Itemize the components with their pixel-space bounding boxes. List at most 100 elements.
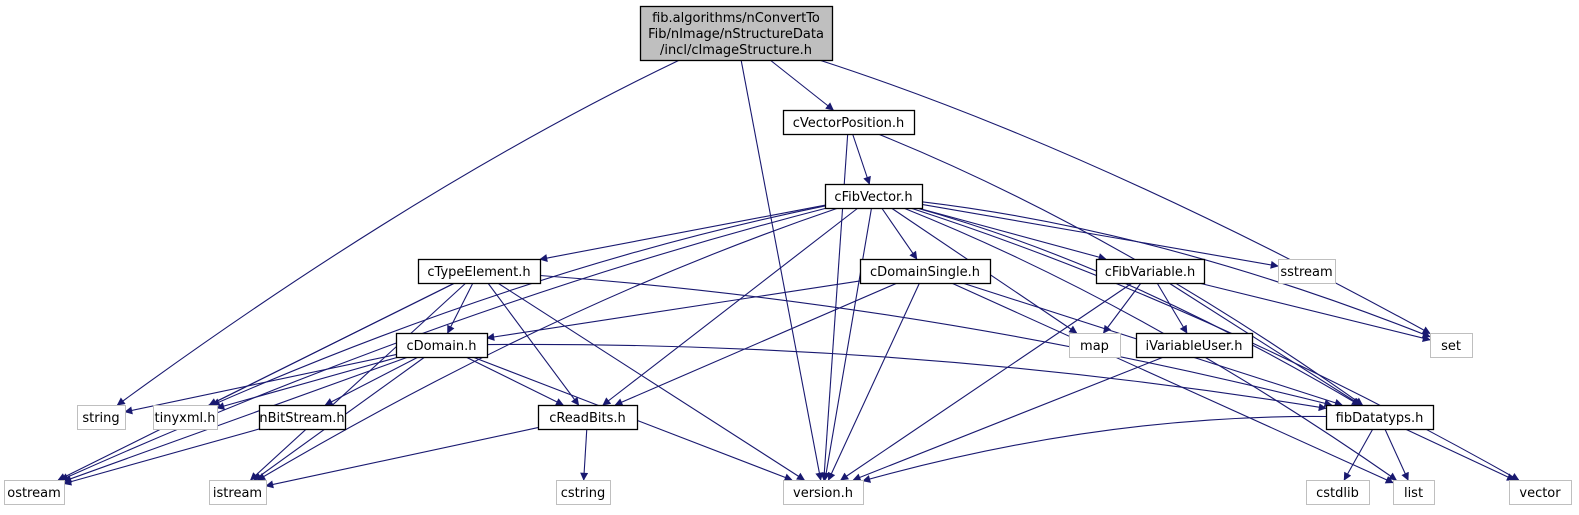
- node-box-sstream: [1278, 259, 1336, 284]
- edge-cFibVariable-to-version: [840, 282, 1133, 481]
- edge-cDomain-to-nBitStream: [324, 356, 419, 406]
- node-box-istream: [209, 480, 267, 505]
- node-list: list: [1393, 480, 1435, 505]
- node-label-cReadBits: cReadBits.h: [549, 411, 626, 426]
- node-box-map: [1069, 333, 1121, 358]
- node-box-vector: [1509, 480, 1572, 505]
- edge-cFibVector-to-cTypeElement: [539, 204, 826, 262]
- node-label-cstring: cstring: [561, 486, 605, 501]
- edge-cFibVector-to-cReadBits: [602, 207, 859, 406]
- node-label-vector: vector: [1519, 486, 1561, 501]
- edges-layer: [57, 59, 1520, 489]
- edge-cTypeElement-to-version: [497, 282, 805, 481]
- node-box-cDomain: [395, 332, 489, 359]
- node-box-set: [1430, 333, 1473, 358]
- edge-cDomain-to-cReadBits: [465, 356, 564, 406]
- node-istream: istream: [209, 480, 267, 505]
- node-map: map: [1069, 333, 1121, 358]
- edge-cDomain-to-ostream: [63, 356, 409, 483]
- node-box-cReadBits: [537, 404, 639, 431]
- node-label-cstdlib: cstdlib: [1316, 486, 1359, 501]
- node-label-iVariableUser: iVariableUser.h: [1145, 339, 1242, 354]
- node-cVectorPosition[interactable]: cVectorPosition.h: [782, 109, 916, 136]
- edge-cFibVector-to-set: [921, 201, 1431, 338]
- edge-cFibVector-to-ostream: [60, 207, 828, 481]
- edge-cFibVector-to-version: [822, 207, 873, 481]
- edge-cDomainSingle-to-cReadBits: [614, 282, 898, 406]
- edge-cTypeElement-to-cDomain: [447, 282, 474, 334]
- edge-fibDatatyps-to-cstdlib: [1343, 428, 1374, 481]
- node-cstdlib: cstdlib: [1306, 480, 1370, 505]
- node-box-fibDatatyps: [1325, 404, 1435, 431]
- node-label-cFibVariable: cFibVariable.h: [1105, 265, 1196, 280]
- node-box-cstring: [556, 480, 611, 505]
- node-fibDatatyps[interactable]: fibDatatyps.h: [1325, 404, 1435, 431]
- edge-root-to-version: [740, 59, 824, 481]
- node-cTypeElement[interactable]: cTypeElement.h: [417, 258, 542, 285]
- edge-cFibVariable-to-map: [1103, 282, 1142, 334]
- node-box-cFibVector: [824, 183, 924, 210]
- edge-cReadBits-to-istream: [265, 427, 539, 489]
- node-box-version: [783, 480, 864, 505]
- node-label-tinyxml: tinyxml.h: [155, 411, 216, 426]
- node-box-tinyxml: [153, 405, 218, 430]
- node-box-cFibVariable: [1095, 258, 1206, 285]
- node-cReadBits[interactable]: cReadBits.h: [537, 404, 639, 431]
- node-tinyxml: tinyxml.h: [153, 405, 218, 430]
- node-vector: vector: [1509, 480, 1572, 505]
- edge-cVectorPosition-to-fibDatatyps: [877, 133, 1364, 406]
- node-box-list: [1393, 480, 1435, 505]
- edge-cFibVector-to-sstream: [921, 203, 1279, 269]
- node-label-cDomainSingle: cDomainSingle.h: [870, 265, 980, 280]
- edge-fibDatatyps-to-vector: [1404, 428, 1516, 481]
- node-ostream: ostream: [4, 480, 65, 505]
- node-label-cFibVector: cFibVector.h: [834, 190, 912, 205]
- node-cFibVector[interactable]: cFibVector.h: [824, 183, 924, 210]
- node-label-cDomain: cDomain.h: [407, 339, 477, 354]
- edge-cFibVector-to-cDomainSingle: [881, 207, 918, 260]
- node-label-cVectorPosition: cVectorPosition.h: [793, 116, 905, 131]
- node-iVariableUser[interactable]: iVariableUser.h: [1135, 332, 1254, 359]
- edge-cDomainSingle-to-version: [827, 282, 920, 481]
- node-label-string: string: [82, 411, 119, 426]
- node-label-istream: istream: [213, 486, 262, 501]
- edge-cDomainSingle-to-list: [951, 282, 1394, 484]
- edge-cFibVariable-to-fibDatatyps: [1168, 282, 1362, 406]
- node-label-version: version.h: [793, 486, 853, 501]
- edge-cTypeElement-to-istream: [250, 282, 467, 481]
- node-sstream: sstream: [1278, 259, 1336, 284]
- edge-fibDatatyps-to-version: [862, 415, 1327, 483]
- node-cFibVariable[interactable]: cFibVariable.h: [1095, 258, 1206, 285]
- edge-cDomain-to-fibDatatyps: [486, 343, 1327, 412]
- edge-cFibVector-to-tinyxml: [211, 205, 826, 406]
- node-cDomain[interactable]: cDomain.h: [395, 332, 489, 359]
- node-string: string: [77, 405, 126, 430]
- node-box-nBitStream: [258, 404, 347, 431]
- edge-cDomain-to-string: [124, 354, 397, 415]
- node-nBitStream[interactable]: nBitStream.h: [258, 404, 347, 431]
- node-root[interactable]: fib.algorithms/nConvertToFib/nImage/nStr…: [639, 5, 834, 62]
- nodes-layer: fib.algorithms/nConvertToFib/nImage/nStr…: [4, 5, 1572, 505]
- node-box-ostream: [4, 480, 65, 505]
- node-box-cDomainSingle: [859, 258, 992, 285]
- edge-iVariableUser-to-version: [852, 356, 1164, 482]
- edge-cReadBits-to-cstring: [580, 428, 589, 481]
- node-label-set: set: [1441, 339, 1461, 354]
- node-cDomainSingle[interactable]: cDomainSingle.h: [859, 258, 992, 285]
- edge-cFibVector-to-cFibVariable: [917, 207, 1107, 261]
- edge-root-to-cVectorPosition: [769, 59, 834, 111]
- node-label-nBitStream: nBitStream.h: [259, 411, 344, 426]
- edge-cFibVariable-to-set: [1198, 282, 1431, 342]
- edge-cDomainSingle-to-cDomain: [486, 280, 861, 341]
- edge-fibDatatyps-to-list: [1384, 428, 1409, 481]
- node-label-map: map: [1080, 339, 1109, 354]
- edge-cFibVector-to-istream: [257, 207, 839, 481]
- edge-root-to-set: [819, 59, 1431, 334]
- edge-nBitStream-to-ostream: [63, 428, 260, 486]
- node-label-ostream: ostream: [7, 486, 61, 501]
- node-label-fibDatatyps: fibDatatyps.h: [1336, 411, 1424, 426]
- edge-root-to-string: [116, 59, 680, 406]
- edge-cFibVector-to-list: [903, 207, 1397, 481]
- node-label-list: list: [1404, 486, 1423, 501]
